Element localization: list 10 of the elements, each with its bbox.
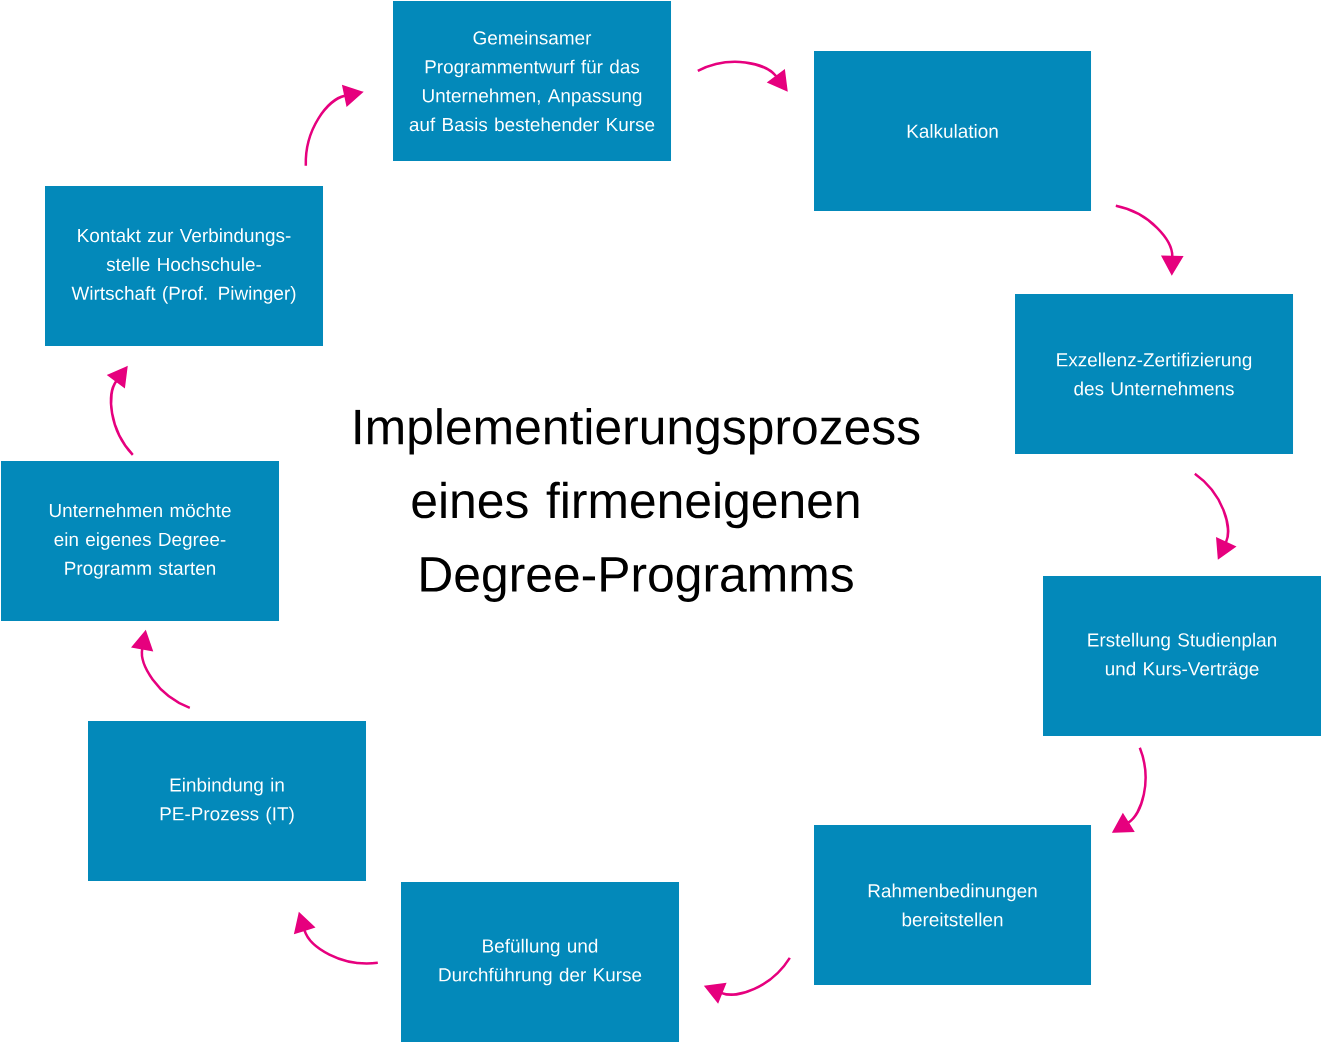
process-box: Unternehmen möchte ein eigenes Degree- Programm starten — [1, 461, 279, 621]
process-box: Befüllung und Durchführung der Kurse — [401, 882, 679, 1042]
process-box: Rahmenbedinungen bereitstellen — [814, 825, 1091, 985]
process-box: Exzellenz-Zertifizierung des Unternehmens — [1015, 294, 1293, 454]
process-box: Einbindung in PE-Prozess (IT) — [88, 721, 366, 881]
process-box: Kalkulation — [814, 51, 1091, 211]
process-box: Erstellung Studienplan und Kurs-Verträge — [1043, 576, 1321, 736]
process-box: Kontakt zur Verbindungs- stelle Hochschule- Wirtschaft (Prof. Piwinger) — [45, 186, 323, 346]
diagram-title: Implementierungsprozess eines firmeneigenen Degree-Programms — [355, 408, 920, 602]
process-box: Gemeinsamer Programmentwurf für das Unternehmen, Anpassung auf Basis bestehender Kurse — [393, 1, 671, 161]
